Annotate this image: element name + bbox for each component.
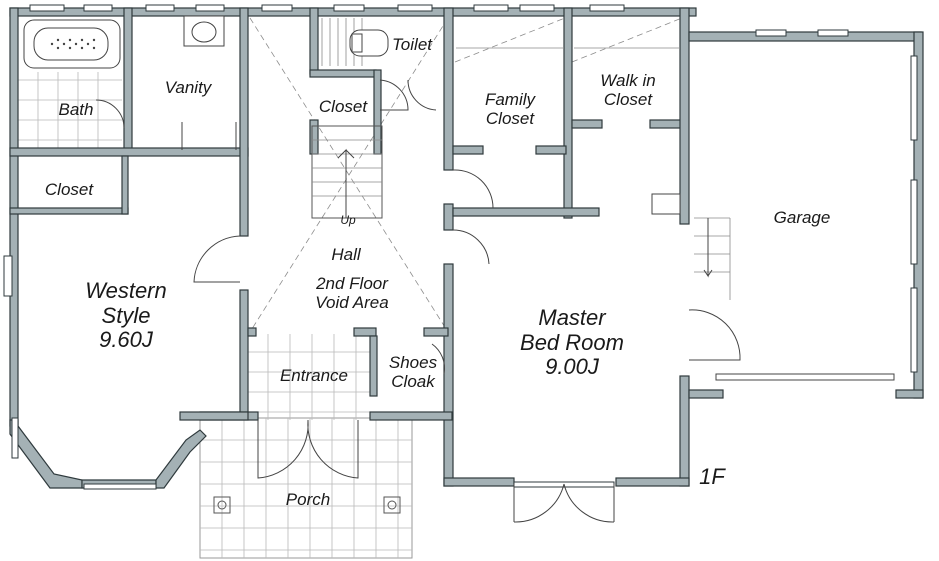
stairs — [311, 18, 731, 300]
room-label-family-closet: Family Closet — [484, 90, 536, 129]
windows — [3, 4, 918, 490]
room-label-hall: Hall — [331, 245, 361, 264]
stairs-up-label: Up — [340, 213, 356, 227]
room-label-entrance: Entrance — [279, 366, 349, 385]
room-label-vanity: Vanity — [164, 78, 212, 97]
fixtures — [23, 15, 895, 381]
room-label-closet-left: Closet — [44, 180, 94, 199]
room-label-western-style: Western Style 9.60J — [85, 278, 167, 353]
room-label-toilet: Toilet — [391, 35, 432, 54]
room-label-closet-upper: Closet — [318, 97, 368, 116]
floor-level-label: 1F — [699, 464, 725, 489]
room-label-porch: Porch — [285, 490, 331, 509]
entrance-tiles — [248, 334, 372, 420]
bath-tiles — [18, 72, 122, 148]
room-label-master-bed-room: Master Bed Room 9.00J — [520, 305, 624, 380]
room-label-shoes-cloak: Shoes Cloak — [388, 353, 438, 392]
doors — [95, 79, 741, 523]
walls — [9, 7, 924, 489]
room-label-walk-in-closet: Walk in Closet — [600, 71, 656, 110]
room-label-bath: Bath — [58, 100, 94, 119]
room-label-void-area: 2nd Floor Void Area — [315, 274, 389, 313]
room-label-garage: Garage — [773, 208, 831, 227]
void-diagonals — [249, 17, 683, 333]
